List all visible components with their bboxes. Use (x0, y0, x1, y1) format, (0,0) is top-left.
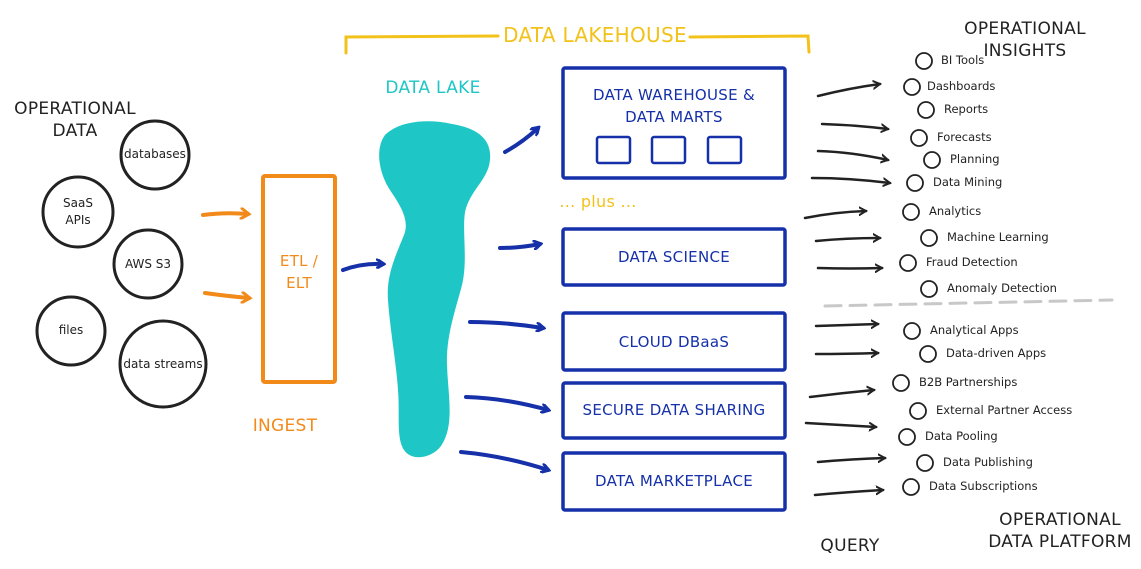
operational-data-header: OPERATIONAL DATA (14, 99, 136, 141)
source-circle-streams (118, 319, 208, 409)
arrow-to-sharing (464, 395, 548, 410)
arrow-to-warehouse (503, 128, 538, 154)
source-circle-aws (112, 228, 184, 300)
bubble-planning (923, 151, 941, 169)
output-label-data-publishing: Data Publishing (943, 455, 1033, 469)
output-label-data-mining: Data Mining (933, 175, 1003, 189)
output-arrow-4 (810, 176, 890, 183)
source-label-aws: AWS S3 (124, 257, 172, 271)
marketplace-label: DATA MARKETPLACE (594, 472, 753, 490)
output-label-dashboards: Dashboards (927, 79, 996, 93)
source-label-databases: databases (124, 147, 186, 161)
bubble-external-partner (909, 402, 927, 420)
query-header: QUERY (820, 536, 880, 556)
bubble-forecasts (910, 129, 928, 147)
etl-to-lake-arrow (341, 264, 383, 272)
bubble-bi-tools (915, 52, 933, 70)
output-label-anomaly-detection: Anomaly Detection (947, 281, 1057, 295)
output-label-data-driven-apps: Data-driven Apps (946, 346, 1047, 360)
lakehouse-boxes (561, 66, 787, 512)
output-arrow-13 (813, 490, 883, 497)
output-label-machine-learning: Machine Learning (947, 230, 1049, 244)
sharing-label: SECURE DATA SHARING (582, 401, 766, 419)
arrow-to-science (498, 244, 540, 248)
output-label-analytics: Analytics (929, 204, 982, 218)
source-circle-databases (119, 119, 191, 191)
lakehouse-bracket (344, 34, 811, 55)
bubble-data-subscriptions (902, 478, 920, 496)
ingest-arrow-upper (201, 213, 248, 215)
source-circle-files (35, 295, 107, 367)
data-mart-square-1 (595, 135, 632, 165)
data-lakehouse-header: DATA LAKEHOUSE (503, 23, 687, 47)
output-arrow-6 (814, 238, 880, 241)
output-label-fraud-detection: Fraud Detection (926, 255, 1018, 269)
output-bubbles (892, 52, 941, 496)
output-arrow-12 (816, 458, 885, 464)
ingest-header: INGEST (252, 416, 318, 436)
output-label-forecasts: Forecasts (937, 130, 992, 144)
arrow-to-marketplace (459, 450, 548, 470)
bubble-b2b (892, 374, 910, 392)
output-arrow-1 (816, 84, 880, 98)
output-arrow-3 (816, 149, 888, 160)
output-label-b2b: B2B Partnerships (919, 375, 1018, 389)
output-arrow-9 (814, 353, 878, 354)
dbaas-label: CLOUD DBaaS (618, 333, 730, 351)
dbaas-box (561, 311, 787, 372)
plus-label: ... plus ... (559, 192, 637, 211)
output-label-reports: Reports (944, 102, 989, 116)
source-circles (35, 119, 208, 409)
bubble-machine-learning (920, 229, 938, 247)
marketplace-box (561, 451, 787, 512)
output-label-data-subscriptions: Data Subscriptions (929, 479, 1038, 493)
bubble-fraud-detection (899, 254, 917, 272)
output-arrow-10 (808, 390, 874, 399)
operational-data-platform-header: OPERATIONAL DATA PLATFORM (988, 510, 1132, 552)
data-mart-square-3 (706, 135, 743, 165)
source-label-files: files (58, 323, 84, 337)
output-label-bi-tools: BI Tools (941, 53, 985, 67)
output-label-planning: Planning (950, 152, 1000, 166)
science-box (561, 227, 787, 287)
bubble-data-mining (906, 174, 924, 192)
sharing-box (561, 381, 787, 440)
operational-insights-header: OPERATIONAL INSIGHTS (964, 19, 1086, 61)
bubble-data-publishing (916, 454, 934, 472)
output-arrow-8 (814, 324, 878, 326)
output-arrow-5 (803, 211, 866, 220)
bubble-data-driven-apps (919, 345, 937, 363)
source-label-streams: data streams (123, 357, 203, 371)
bubble-dashboards (903, 78, 921, 96)
data-mart-squares (595, 135, 743, 165)
output-arrows (803, 84, 890, 497)
ingest-arrow-lower (203, 291, 249, 298)
platform-divider (823, 298, 1114, 308)
bubble-anomaly-detection (920, 280, 938, 298)
output-label-data-pooling: Data Pooling (925, 429, 998, 443)
warehouse-label: DATA WAREHOUSE & DATA MARTS (593, 86, 755, 126)
output-label-external-partner: External Partner Access (936, 403, 1073, 417)
bubble-analytical-apps (903, 322, 921, 340)
bubble-analytics (902, 203, 920, 221)
output-arrow-7 (816, 268, 882, 269)
source-circle-saas (41, 175, 115, 249)
science-label: DATA SCIENCE (617, 248, 731, 266)
bubble-reports (917, 101, 935, 119)
etl-label: ETL / ELT (279, 252, 319, 292)
data-lake-shape (379, 121, 491, 458)
lake-to-box-arrows (459, 128, 548, 470)
data-lake-header: DATA LAKE (385, 78, 481, 98)
data-mart-square-2 (650, 135, 687, 165)
output-label-analytical-apps: Analytical Apps (930, 323, 1019, 337)
warehouse-box (561, 66, 787, 180)
source-label-saas: SaaS APIs (63, 196, 93, 227)
output-arrow-11 (804, 423, 876, 427)
output-arrow-2 (820, 122, 888, 129)
bubble-data-pooling (898, 428, 916, 446)
etl-box (261, 174, 337, 384)
arrow-to-dbaas (468, 320, 543, 328)
